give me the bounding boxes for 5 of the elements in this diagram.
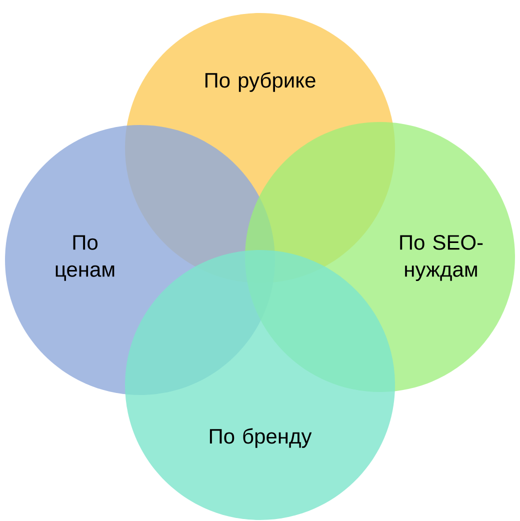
circle-label: По рубрике [205,72,316,92]
circle-label: По ценам [56,235,114,281]
venn-circle [125,250,395,520]
circle-label: По бренду [210,428,312,448]
circle-label: По SEO-нуждам [400,235,483,282]
